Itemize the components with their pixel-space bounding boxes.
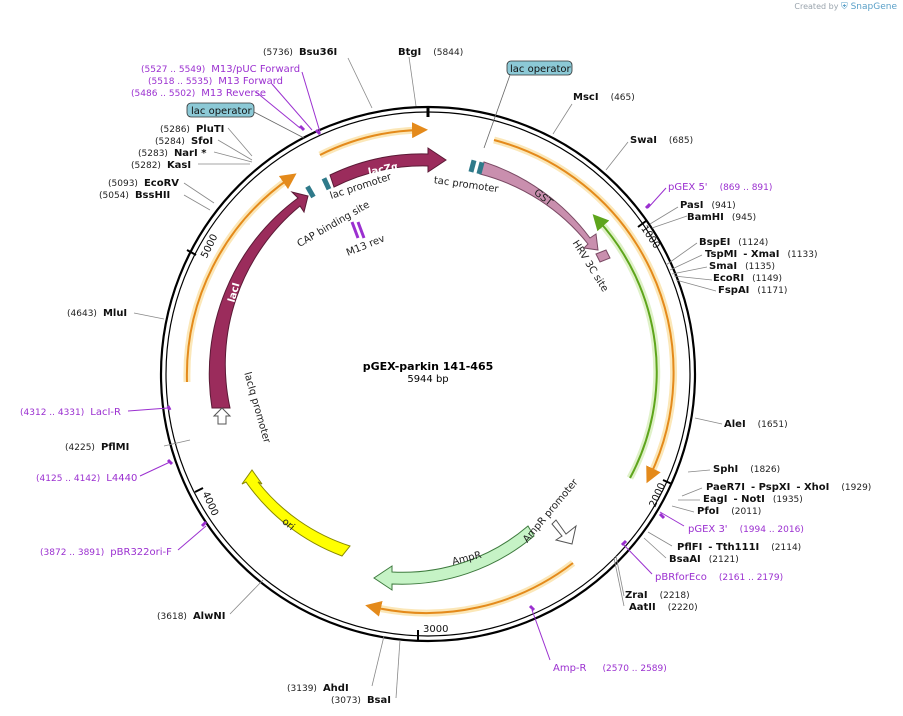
- lac-operator-1-label: lac operator: [191, 106, 252, 117]
- primer-marks: [127, 71, 685, 661]
- enzyme-bamhi: BamHI(945): [687, 212, 756, 223]
- enzyme-ahdi: (3139)AhdI: [287, 683, 349, 694]
- primer-pgex-5: pGEX 5'(869 .. 891): [668, 182, 772, 193]
- tick-3000: 3000: [423, 624, 448, 635]
- enzyme-paer7i: PaeR7I- PspXI- XhoI(1929): [706, 482, 871, 493]
- feature-ampr-promoter: [551, 519, 577, 545]
- plasmid-length: 5944 bp: [407, 374, 448, 385]
- enzyme-pluti: (5286)PluTI: [160, 124, 224, 135]
- enzyme-sfoi: (5284)SfoI: [155, 136, 213, 147]
- label-tac-promoter: tac promoter: [433, 175, 500, 195]
- plasmid-name: pGEX-parkin 141-465: [363, 360, 494, 373]
- enzyme-mlui: (4643)MluI: [67, 308, 127, 319]
- enzyme-bsaai: BsaAI(2121): [669, 554, 739, 565]
- snapgene-logo: ⛨ SnapGene: [840, 2, 897, 12]
- enzyme-kasi: (5282)KasI: [131, 160, 191, 171]
- enzyme-bsu36i: (5736)Bsu36I: [263, 47, 337, 58]
- label-m13-rev: M13 rev: [345, 233, 387, 258]
- primer-m13-puc-forward: (5527 .. 5549)M13/pUC Forward: [141, 64, 300, 75]
- primer-amp-r: Amp-R(2570 .. 2589): [553, 663, 667, 674]
- enzyme-tspmi-xmai: TspMI- XmaI(1133): [705, 249, 817, 260]
- scale-ticks: [186, 107, 673, 640]
- lac-operator-2-label: lac operator: [510, 64, 571, 75]
- primer-l4440: (4125 .. 4142)L4440: [36, 473, 137, 484]
- enzyme-eagi-noti: EagI- NotI(1935): [703, 494, 803, 505]
- credit-brand: SnapGene: [850, 2, 897, 12]
- enzyme-msci: MscI(465): [573, 92, 635, 103]
- primer-pgex-3: pGEX 3'(1994 .. 2016): [688, 524, 804, 535]
- lac-operator-1: lac operator: [186, 102, 305, 139]
- enzyme-bspei: BspEI(1124): [699, 237, 768, 248]
- tick-4000: 4000: [200, 490, 220, 518]
- primer-m13-forward: (5518 .. 5535)M13 Forward: [148, 76, 283, 87]
- enzyme-btgi: BtgI(5844): [398, 47, 463, 58]
- label-laciq-promoter: lacIq promoter: [241, 371, 272, 445]
- enzyme-smai: SmaI(1135): [709, 261, 775, 272]
- orf-arcs: [183, 122, 678, 617]
- feature-gst: [479, 161, 599, 251]
- feature-ori: [241, 469, 351, 557]
- enzyme-ecorv: (5093)EcoRV: [108, 178, 179, 189]
- enzyme-swai: SwaI(685): [630, 135, 693, 146]
- enzyme-bsshii: (5054)BssHII: [99, 190, 170, 201]
- enzyme-nari: (5283)NarI *: [138, 148, 207, 159]
- feature-laciq-promoter: [212, 407, 232, 425]
- enzyme-zrai: ZraI(2218): [625, 590, 690, 601]
- feature-laci: [208, 191, 309, 409]
- feature-ampr: [373, 525, 535, 591]
- feature-lacza: [329, 147, 447, 188]
- enzyme-aatii: AatII(2220): [629, 602, 698, 613]
- enzyme-alei: AleI(1651): [724, 419, 788, 430]
- enzyme-bsai: (3073)BsaI: [331, 695, 391, 706]
- primer-pbrforeco: pBRforEco(2161 .. 2179): [655, 572, 783, 583]
- enzyme-pflfi: PflFI- Tth111I(2114): [677, 542, 801, 553]
- enzyme-ecori: EcoRI(1149): [713, 273, 782, 284]
- credit-prefix: Created by: [794, 2, 839, 11]
- primer-m13-reverse: (5486 .. 5502)M13 Reverse: [131, 88, 266, 99]
- enzyme-pasi: PasI(941): [680, 200, 736, 211]
- primer-ticks: [166, 124, 666, 612]
- primer-laci-r: (4312 .. 4331)LacI-R: [20, 407, 121, 418]
- enzyme-alwni: (3618)AlwNI: [157, 611, 225, 622]
- lac-operator-2: lac operator: [483, 60, 573, 149]
- enzyme-pflmi: (4225)PflMI: [65, 442, 129, 453]
- enzyme-pfoi: PfoI(2011): [697, 506, 761, 517]
- small-features: [305, 159, 485, 239]
- enzyme-fspai: FspAI(1171): [718, 285, 787, 296]
- enzyme-leaders: [133, 56, 723, 699]
- snapgene-credit: Created by ⛨ SnapGene: [794, 2, 897, 12]
- primer-pbr322ori-f: (3872 .. 3891)pBR322ori-F: [40, 547, 172, 558]
- feature-hrv: [595, 249, 611, 263]
- enzyme-sphi: SphI(1826): [713, 464, 780, 475]
- label-laci: lacI: [227, 282, 243, 304]
